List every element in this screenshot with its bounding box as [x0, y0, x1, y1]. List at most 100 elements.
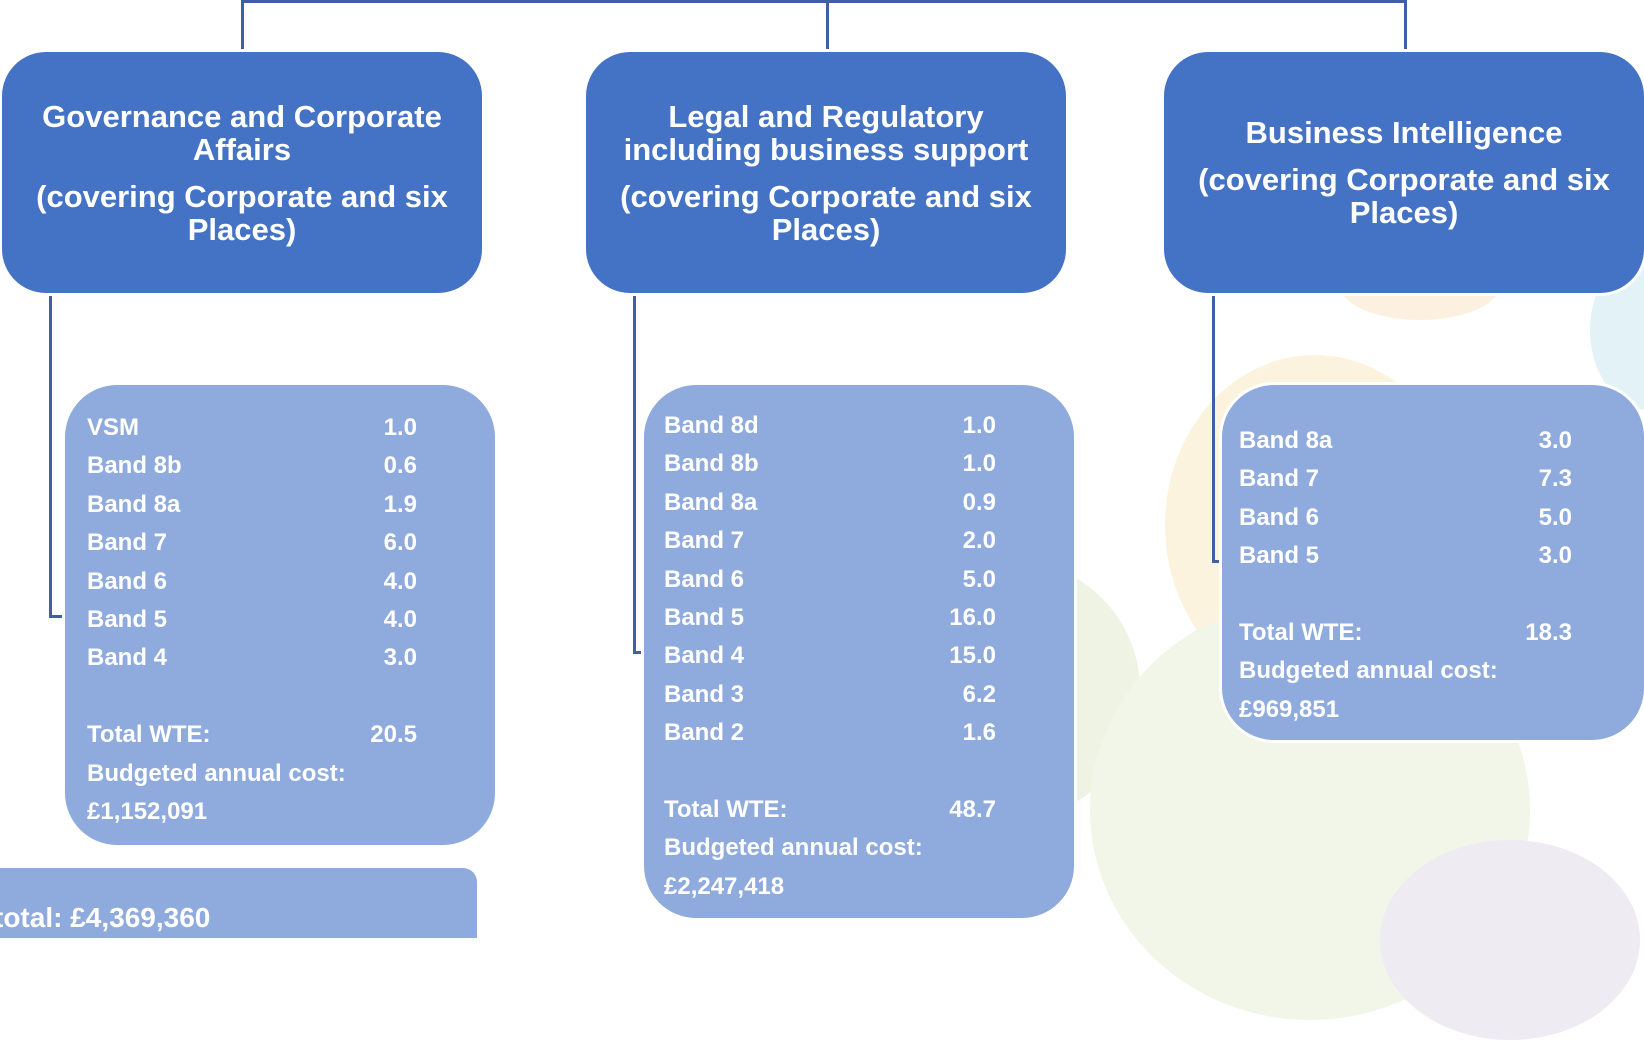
spacer: [87, 678, 495, 716]
band-label: Band 6: [87, 567, 168, 595]
band-label: Band 5: [87, 605, 168, 633]
connector-stub-3: [1212, 560, 1226, 563]
total-label: Total WTE:: [664, 795, 788, 823]
band-row: Band 4 3.0: [87, 639, 495, 677]
overall-total-box: total: £4,369,360: [0, 868, 477, 938]
band-label: Band 8a: [1239, 427, 1333, 454]
team-title: Governance and Corporate Affairs: [42, 98, 442, 167]
band-label: Band 3: [664, 680, 745, 708]
band-label: Band 7: [664, 527, 745, 555]
band-label: Band 4: [87, 644, 168, 672]
band-value: 1.0: [962, 450, 996, 478]
band-label: Band 7: [1239, 465, 1320, 493]
team-title: Legal and Regulatory including business …: [623, 98, 1029, 167]
band-value: 1.9: [383, 490, 417, 518]
band-value: 3.0: [1538, 427, 1572, 454]
band-value: 16.0: [949, 603, 996, 631]
team-detail-governance: VSM 1.0 Band 8b 0.6 Band 8a 1.9 Band 7 6.0 B…: [65, 385, 495, 845]
band-label: Band 8b: [664, 450, 759, 478]
connector-side-2: [633, 290, 636, 653]
band-label: Band 8d: [664, 412, 759, 439]
band-row: Band 8a 1.9: [87, 486, 495, 524]
band-row: VSM 1.0: [87, 409, 495, 447]
budget-value: £969,851: [1239, 695, 1340, 723]
band-value: 5.0: [962, 565, 996, 593]
band-label: VSM: [87, 414, 140, 441]
band-row: Band 7 7.3: [1239, 460, 1644, 498]
budget-label: Budgeted annual cost:: [1239, 657, 1498, 685]
total-row: Total WTE: 18.3: [1239, 614, 1644, 652]
band-value: 1.0: [962, 412, 996, 439]
connector-drop-1: [241, 0, 244, 55]
band-label: Band 5: [1239, 542, 1320, 570]
connector-stub-1: [49, 615, 71, 618]
band-row: Band 8b 0.6: [87, 447, 495, 485]
band-label: Band 2: [664, 719, 745, 747]
total-label: Total WTE:: [1239, 618, 1363, 646]
band-row: Band 2 1.6: [664, 714, 1074, 752]
connector-stub-2: [633, 651, 647, 654]
band-label: Band 8a: [664, 488, 758, 516]
band-row: Band 5 16.0: [664, 599, 1074, 637]
budget-value: £1,152,091: [87, 797, 208, 825]
band-label: Band 7: [87, 529, 168, 557]
band-value: 5.0: [1538, 503, 1572, 531]
band-row: Band 5 4.0: [87, 601, 495, 639]
band-label: Band 5: [664, 603, 745, 631]
team-subtitle: (covering Corporate and six Places): [36, 178, 448, 247]
band-value: 0.9: [962, 488, 996, 516]
budget-value: £2,247,418: [664, 872, 785, 900]
band-row: Band 7 2.0: [664, 522, 1074, 560]
spacer: [664, 753, 1074, 791]
total-value: 18.3: [1525, 618, 1572, 646]
connector-drop-3: [1404, 0, 1407, 55]
team-detail-legal: Band 8d 1.0 Band 8b 1.0 Band 8a 0.9 Band 7 2…: [644, 385, 1074, 918]
band-value: 6.0: [383, 529, 417, 557]
band-label: Band 8b: [87, 452, 182, 480]
connector-side-3: [1212, 290, 1215, 562]
band-label: Band 6: [664, 565, 745, 593]
band-row: Band 6 4.0: [87, 563, 495, 601]
team-header-business-intelligence: Business Intelligence (covering Corporat…: [1164, 52, 1644, 293]
band-value: 3.0: [383, 644, 417, 672]
band-value: 15.0: [949, 642, 996, 670]
band-row: Band 8b 1.0: [664, 445, 1074, 483]
connector-side-1: [49, 290, 52, 617]
total-row: Total WTE: 20.5: [87, 716, 495, 754]
team-subtitle: (covering Corporate and six Places): [620, 178, 1032, 247]
band-row: Band 7 6.0: [87, 524, 495, 562]
total-value: 20.5: [370, 721, 417, 749]
connector-top-horizontal: [241, 0, 1407, 3]
overall-total-text: total: £4,369,360: [0, 902, 211, 933]
band-value: 4.0: [383, 605, 417, 633]
spacer: [1239, 576, 1644, 614]
band-row: Band 8d 1.0: [664, 407, 1074, 445]
team-title: Business Intelligence: [1245, 115, 1563, 150]
band-value: 1.6: [962, 719, 996, 747]
band-value: 7.3: [1538, 465, 1572, 493]
band-value: 1.0: [383, 414, 417, 441]
band-value: 2.0: [962, 527, 996, 555]
total-value: 48.7: [949, 795, 996, 823]
team-header-legal: Legal and Regulatory including business …: [586, 52, 1066, 293]
band-label: Band 8a: [87, 490, 181, 518]
team-subtitle: (covering Corporate and six Places): [1198, 162, 1610, 230]
total-row: Total WTE: 48.7: [664, 791, 1074, 829]
team-header-governance: Governance and Corporate Affairs (coveri…: [2, 52, 482, 293]
band-row: Band 5 3.0: [1239, 537, 1644, 575]
band-value: 6.2: [962, 680, 996, 708]
budget-label: Budgeted annual cost:: [664, 834, 923, 862]
band-row: Band 8a 3.0: [1239, 422, 1644, 460]
band-value: 0.6: [383, 452, 417, 480]
band-row: Band 4 15.0: [664, 637, 1074, 675]
band-row: Band 8a 0.9: [664, 484, 1074, 522]
band-row: Band 6 5.0: [664, 561, 1074, 599]
total-label: Total WTE:: [87, 721, 211, 749]
band-label: Band 4: [664, 642, 745, 670]
budget-label: Budgeted annual cost:: [87, 759, 346, 787]
band-value: 4.0: [383, 567, 417, 595]
band-value: 3.0: [1538, 542, 1572, 570]
band-row: Band 3 6.2: [664, 676, 1074, 714]
